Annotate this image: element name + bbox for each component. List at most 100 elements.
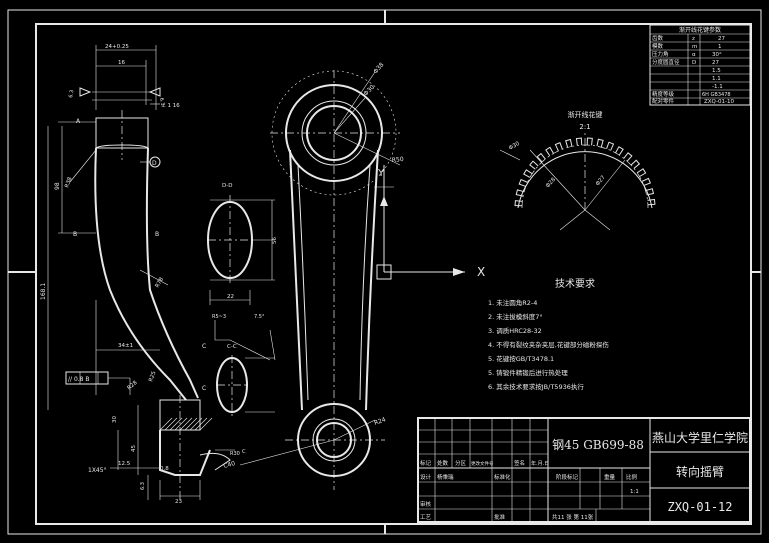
hatch-line <box>169 417 183 431</box>
dim-23: 23 <box>175 499 182 505</box>
dim-98: 98 <box>54 182 61 190</box>
spline-outer-arc <box>517 151 653 209</box>
arm-left-edge <box>289 149 303 411</box>
spline-teeth <box>514 137 656 207</box>
dim-total-height: 168.1 <box>40 283 47 300</box>
dim-r28: R28 <box>126 380 139 392</box>
y-arrow <box>380 196 388 206</box>
dim-r50: R50 <box>392 156 405 164</box>
spline-tooth <box>536 152 546 163</box>
svg-text:0.8: 0.8 <box>160 466 169 472</box>
datum-b: B <box>73 231 77 238</box>
spline-tooth <box>630 159 641 169</box>
drawing-frame <box>35 23 752 525</box>
hatch-line <box>164 417 178 431</box>
hatch-line <box>179 417 193 431</box>
svg-text:R25: R25 <box>148 370 158 383</box>
spline-tooth <box>645 188 655 196</box>
tb-weight: 重量 <box>604 473 616 481</box>
hatch-line <box>174 417 188 431</box>
spline-angle-line-left <box>529 149 586 211</box>
spline-row-5-val: 1.5 <box>712 68 721 74</box>
leader-c40 <box>239 439 335 466</box>
svg-text:6.3: 6.3 <box>140 482 146 490</box>
origin-box <box>376 264 392 280</box>
sections-view: D-D 56 22 7.5° R5~3 C-C C C C <box>202 183 278 455</box>
tech-req-5: 5. 花键按GB/T3478.1 <box>488 354 554 363</box>
svg-text:R5~3: R5~3 <box>212 314 226 320</box>
tech-req-4: 4. 不得有裂纹夹杂夹层,花键部分磁粉探伤 <box>488 340 609 349</box>
spline-tooth <box>515 189 525 197</box>
spline-view-title: 渐开线花键 <box>568 110 603 119</box>
spline-tooth <box>586 137 593 146</box>
spline-tooth <box>514 200 523 207</box>
tb-count: 处数 <box>437 459 449 467</box>
tb-zone: 分区 <box>455 459 467 467</box>
leader-r24 <box>333 419 376 441</box>
spline-row-4-val: 27 <box>712 60 719 66</box>
tb-scale-header: 比例 <box>626 473 638 481</box>
x-arrow <box>453 268 465 276</box>
hatch-line <box>194 417 208 431</box>
tb-date: 年.月.日 <box>531 460 549 467</box>
spline-tooth <box>596 138 604 148</box>
leader-phi30 <box>333 97 366 134</box>
spline-row-4-name: 分度圆直径 <box>652 58 680 66</box>
spline-row-7-val: -1.1 <box>712 84 723 90</box>
spline-row-9-val: ZXQ-01-10 <box>704 99 734 105</box>
spline-detail-view: 渐开线花键 2:1 Φ30 Φ28 Φ27 <box>499 110 656 231</box>
spline-row-8-name: 精度等级 <box>652 90 675 98</box>
side-body-right <box>145 147 199 399</box>
spline-table-title: 渐开线花键参数 <box>679 26 721 34</box>
spline-view-scale: 2:1 <box>579 123 590 131</box>
side-body-left <box>94 147 187 401</box>
tech-req-6: 5. 铸锻件精锻后进行热处理 <box>488 368 568 377</box>
spline-tooth <box>565 138 573 148</box>
spline-row-9-name: 配对零件 <box>652 97 675 105</box>
svg-text:C: C <box>202 343 206 350</box>
tech-req-3: 3. 调质HRC28-32 <box>488 326 542 335</box>
dim-c40: C40 <box>223 460 236 470</box>
tech-req-title: 技术要求 <box>555 277 595 290</box>
spline-tooth <box>554 141 563 152</box>
lever-side-view: 24+0.25 16 ⊥ 1 16 6.3 6.3 D A B B 168.1 <box>40 44 240 505</box>
dim-r30: R30 <box>230 451 240 457</box>
tb-school: 燕山大学里仁学院 <box>652 430 748 445</box>
svg-text:Φ30: Φ30 <box>508 141 521 152</box>
dim-45: 45 <box>131 445 137 452</box>
tb-sign: 签名 <box>514 459 525 467</box>
tech-req-2: 2. 未注拔模斜度7° <box>488 312 543 321</box>
tb-change-doc: 更改文件号 <box>471 460 494 467</box>
spline-row-2-val: 1 <box>718 44 722 50</box>
tb-material: 钢45 GB699-88 <box>552 438 644 452</box>
svg-text:Φ27: Φ27 <box>595 174 607 187</box>
dim-22: 22 <box>227 294 234 300</box>
svg-text:7.5°: 7.5° <box>254 314 265 320</box>
spline-tooth <box>647 198 656 206</box>
dim-phi38: Φ38 <box>372 61 385 75</box>
tb-scale-value: 1:1 <box>630 489 639 495</box>
spline-tooth <box>615 146 624 156</box>
dim-top-width: 24+0.25 <box>105 44 129 50</box>
spline-tooth <box>529 160 539 170</box>
hatch-line <box>199 417 213 431</box>
y-label: Y <box>377 168 385 179</box>
svg-text:Φ28: Φ28 <box>545 177 557 190</box>
spline-row-1-val: 27 <box>718 36 725 42</box>
svg-text:B: B <box>155 231 159 238</box>
dim-16: 16 <box>118 60 125 66</box>
tb-part-name: 转向摇臂 <box>676 464 724 479</box>
title-block: 标记 处数 分区 更改文件号 签名 年.月.日 设计 杨秉瑞 标准化 审核 工艺… <box>417 417 751 523</box>
tech-req-7: 6. 其余技术要求按JB/T5936执行 <box>488 382 584 391</box>
tb-sheet-info: 共11 张 第 11张 <box>552 513 594 521</box>
spline-tooth <box>606 141 615 151</box>
tb-process: 工艺 <box>420 514 432 521</box>
spline-tooth <box>518 178 528 187</box>
spline-row-1-name: 齿数 <box>652 34 664 42</box>
section-c-mark: C <box>202 385 206 392</box>
spline-row-3-val: 30° <box>712 52 722 58</box>
spline-row-4-sym: D <box>692 60 696 66</box>
tb-standardize: 标准化 <box>494 473 511 481</box>
